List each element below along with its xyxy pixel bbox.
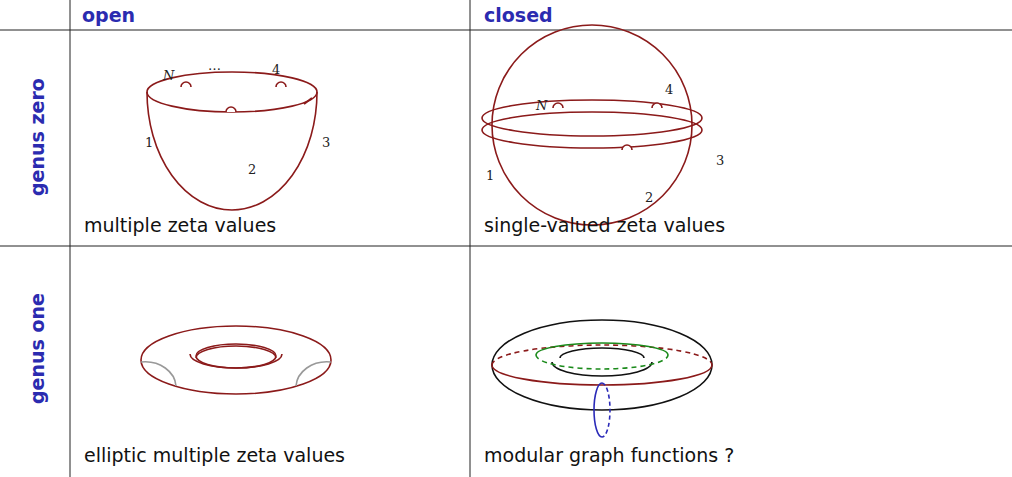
cell-caption: elliptic multiple zeta values: [84, 446, 345, 465]
column-header: open: [82, 6, 135, 25]
cell-caption: modular graph functions ?: [484, 446, 734, 465]
puncture-label: 2: [645, 191, 653, 204]
puncture-label: 2: [248, 163, 256, 176]
puncture-label: 4: [272, 63, 280, 76]
column-header: closed: [484, 6, 553, 25]
disk-figure: [147, 72, 317, 210]
puncture-label: 3: [716, 154, 724, 167]
puncture-label: N: [163, 69, 174, 82]
cell-caption: single-valued zeta values: [484, 216, 725, 235]
row-header: genus one: [28, 293, 47, 404]
puncture-label: 1: [145, 136, 153, 149]
puncture-label: 3: [322, 136, 330, 149]
puncture-label: 1: [486, 169, 494, 182]
cell-caption: multiple zeta values: [84, 216, 276, 235]
torus-figure: [492, 320, 712, 437]
puncture-label: N: [536, 99, 547, 112]
annulus-figure: [141, 326, 331, 394]
sphere-figure: [482, 25, 702, 225]
row-header: genus zero: [28, 78, 47, 196]
puncture-label: …: [208, 59, 221, 72]
puncture-label: 4: [665, 83, 673, 96]
